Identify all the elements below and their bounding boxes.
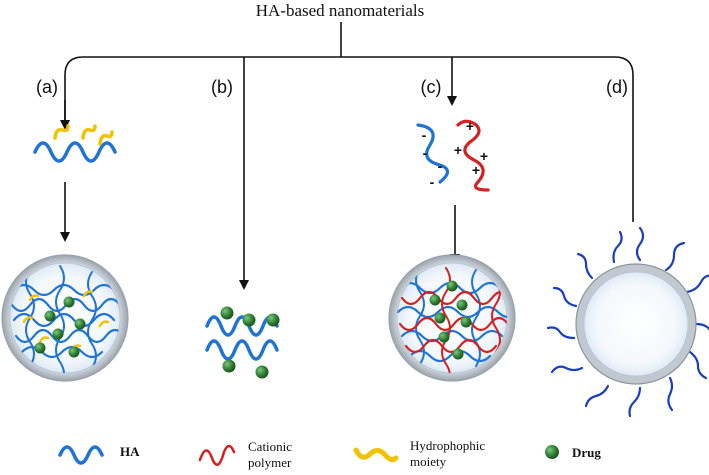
positive-charge: + [454,142,462,158]
legend-drug-label: Drug [572,445,601,460]
negative-charge: - [422,127,427,143]
drug-swatch-icon [545,445,559,459]
positive-charge: + [472,162,480,178]
negative-charge: - [438,158,443,174]
drug-particles-c [429,280,472,360]
ha-coated-nanoparticle [546,226,709,418]
polyelectrolyte-pair: - - - - + + + + [416,118,490,192]
drug-particles-a [34,296,86,358]
hydrophobic-swatch-icon [353,447,399,463]
diagram-title: HA-based nanomaterials [256,1,425,20]
legend-cationic-line1: Cationic [248,439,292,454]
positive-charge: + [466,118,474,134]
legend-item-hydrophobic: Hydrophophic moiety [353,438,485,469]
ha-swatch-icon [58,445,104,465]
negative-charge: - [423,145,428,161]
negative-charge: - [430,174,435,190]
panel-label-c: (c) [421,77,442,97]
horizontal-branch [64,56,634,222]
legend-item-drug: Drug [545,445,601,460]
amphiphilic-nanoparticle [1,254,129,382]
legend-item-cationic-polymer: Cationic polymer [198,439,292,470]
panel-label-d: (d) [606,77,628,97]
legend-hydrophobic-line2: moiety [410,454,447,469]
legend-item-ha: HA [58,444,140,465]
positive-charge: + [480,148,488,164]
drug-b-4 [222,359,236,373]
ha-amphiphilic-strand [33,124,117,163]
cationic-swatch-icon [198,444,236,466]
ha-drug-conjugate [205,306,280,379]
drug-b-2 [242,313,256,327]
ha-corona [546,226,709,418]
tangled-polymer-chains [397,267,507,373]
legend: HA Cationic polymer Hydrophophic moiety … [58,438,601,470]
legend-ha-label: HA [120,444,140,459]
legend-hydrophobic-line1: Hydrophophic [410,438,485,453]
panel-label-a: (a) [36,77,58,97]
drug-b-3 [266,313,280,327]
legend-cationic-line2: polymer [248,455,292,470]
polyelectrolyte-nanoparticle [388,254,516,382]
drug-b-1 [220,306,234,320]
drug-b-5 [255,365,269,379]
tree-connectors [60,22,634,290]
panel-label-b: (b) [211,77,233,97]
